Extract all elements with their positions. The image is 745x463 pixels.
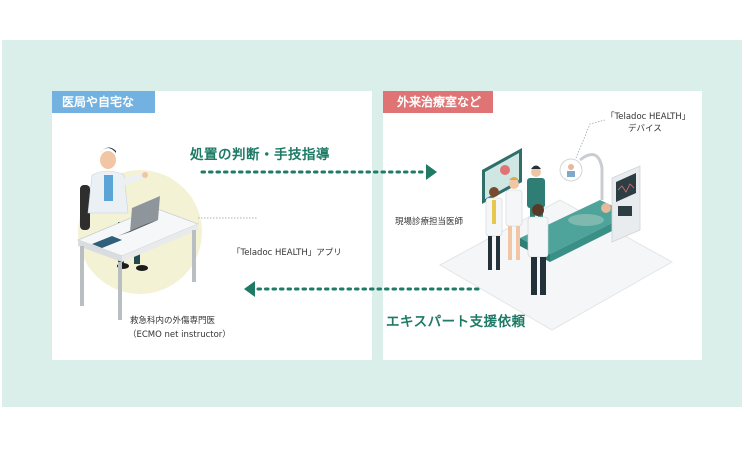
- treatment-room-illustration: [438, 148, 674, 331]
- remote-doctor-illustration: [76, 147, 202, 320]
- arrow-left-icon: [244, 281, 255, 297]
- teladoc-device-icon: [559, 153, 604, 200]
- guidance-arrow: [200, 164, 437, 180]
- app-label: 「Teladoc HEALTH」アプリ: [232, 248, 342, 258]
- remote-location-tag: 医局や自宅など: [52, 91, 155, 131]
- onsite-doctor-label: 現場診療担当医師: [395, 217, 464, 227]
- remote-expert-label-line2: （ECMO net instructor）: [128, 330, 231, 340]
- treatment-room-tag: 外来治療室など: [383, 91, 493, 113]
- laptop-icon: [118, 196, 160, 236]
- device-label-line1: 「Teladoc HEALTH」: [606, 112, 691, 122]
- guidance-flow-label: 処置の判断・手技指導: [190, 147, 330, 163]
- medical-staff-icon: [485, 165, 549, 295]
- arrow-right-icon: [426, 164, 437, 180]
- vital-monitor-icon: [611, 165, 641, 243]
- support-request-flow-label: エキスパート支援依頼: [386, 314, 526, 330]
- device-leader-line: [575, 119, 606, 159]
- device-label-line2: デバイス: [628, 124, 662, 134]
- tablet-icon: [92, 236, 122, 248]
- remote-expert-label-line1: 救急科内の外傷専門医: [130, 316, 216, 326]
- chair-icon: [80, 185, 90, 230]
- support-request-arrow: [244, 281, 480, 297]
